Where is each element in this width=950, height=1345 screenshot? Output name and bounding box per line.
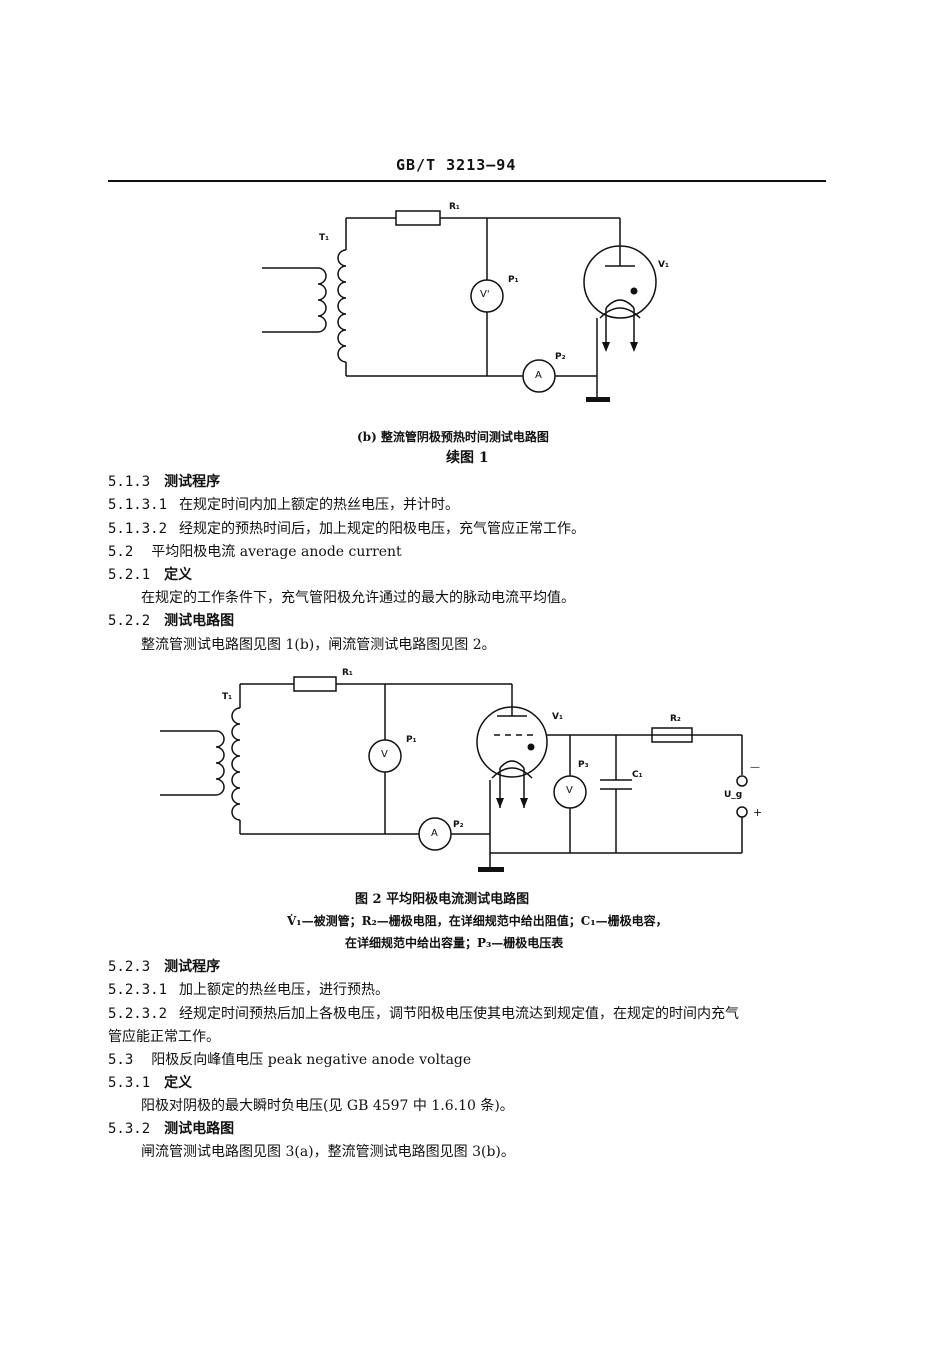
- section-text: 管应能正常工作。: [108, 1029, 220, 1045]
- fig2-label-r2: R₂: [670, 714, 681, 724]
- header-rule: [108, 180, 826, 182]
- section-text: 测试电路图: [164, 613, 235, 629]
- section-text: 在规定的工作条件下，充气管阳极允许通过的最大的脉动电流平均值。: [141, 590, 575, 606]
- fig2-label-ug: U_g: [724, 790, 743, 800]
- fig2-p3-voltmeter-symbol: V: [566, 785, 573, 796]
- section-number: 5.3.2: [108, 1121, 151, 1137]
- fig1b-label-v1: V₁: [658, 260, 669, 270]
- section-text: 定义: [164, 1075, 193, 1091]
- fig2-ammeter-symbol: A: [431, 828, 438, 839]
- section-text: 经规定的预热时间后，加上规定的阳极电压，充气管应正常工作。: [179, 521, 586, 537]
- fig2-note-line1: V̇₁—被测管；R₂—栅极电阻，在详细规范中给出阻值；C₁—栅极电容，: [287, 914, 668, 928]
- section-number: 5.1.3.2: [108, 521, 168, 537]
- section-text: 测试程序: [164, 474, 221, 490]
- fig2-label-p2: P₂: [453, 820, 464, 830]
- section-number: 5.3.1: [108, 1075, 151, 1091]
- fig1b-caption: (b) 整流管阴极预热时间测试电路图: [357, 430, 549, 444]
- fig2-voltmeter-symbol: V: [381, 749, 388, 760]
- section-text: 定义: [164, 567, 193, 583]
- fig1b-label-p1: P₁: [508, 275, 519, 285]
- section-text: 闸流管测试电路图见图 3(a)，整流管测试电路图见图 3(b)。: [141, 1144, 515, 1160]
- fig1-continued: 续图 1: [446, 450, 489, 466]
- section-number: 5.1.3: [108, 474, 151, 490]
- fig2-label-c1: C₁: [632, 770, 643, 780]
- section-text: 平均阳极电流 average anode current: [151, 544, 402, 560]
- fig2-caption: 图 2 平均阳极电流测试电路图: [355, 892, 530, 907]
- section-text: 整流管测试电路图见图 1(b)，闸流管测试电路图见图 2。: [141, 637, 496, 653]
- section-text: 在规定时间内加上额定的热丝电压，并计时。: [179, 497, 460, 513]
- fig1b-ammeter-symbol: A: [535, 370, 542, 381]
- fig2-label-t1: T₁: [222, 692, 233, 702]
- section-number: 5.2.3.1: [108, 982, 168, 998]
- fig1b-label-r1: R₁: [449, 202, 460, 212]
- section-number: 5.2.3: [108, 959, 151, 975]
- section-text: 经规定时间预热后加上各极电压，调节阳极电压使其电流达到规定值，在规定的时间内充气: [179, 1006, 740, 1022]
- section-number: 5.2.2: [108, 613, 151, 629]
- fig1b-label-p2: P₂: [555, 352, 566, 362]
- fig2-label-v1: V₁: [552, 712, 563, 722]
- section-text: 测试电路图: [164, 1121, 235, 1137]
- fig1b-label-t1: T₁: [319, 233, 330, 243]
- fig2-plus-terminal: +: [753, 806, 763, 819]
- fig2-minus-terminal: —: [750, 762, 760, 773]
- fig2-label-r1: R₁: [342, 668, 353, 678]
- section-text: 测试程序: [164, 959, 221, 975]
- section-number: 5.2.1: [108, 567, 151, 583]
- section-text: 阳极反向峰值电压 peak negative anode voltage: [151, 1052, 472, 1068]
- fig2-label-p1: P₁: [406, 735, 417, 745]
- section-number: 5.1.3.1: [108, 497, 168, 513]
- section-text: 阳极对阴极的最大瞬时负电压(见 GB 4597 中 1.6.10 条)。: [141, 1098, 514, 1114]
- section-text: 加上额定的热丝电压，进行预热。: [179, 982, 390, 998]
- section-number: 5.2: [108, 544, 134, 560]
- section-number: 5.2.3.2: [108, 1006, 168, 1022]
- fig2-note-line2: 在详细规范中给出容量；P₃—栅极电压表: [345, 936, 564, 950]
- standard-code: GB/T 3213—94: [396, 156, 517, 174]
- fig2-label-p3: P₃: [578, 760, 589, 770]
- section-number: 5.3: [108, 1052, 134, 1068]
- fig1b-voltmeter-symbol: V': [480, 289, 490, 300]
